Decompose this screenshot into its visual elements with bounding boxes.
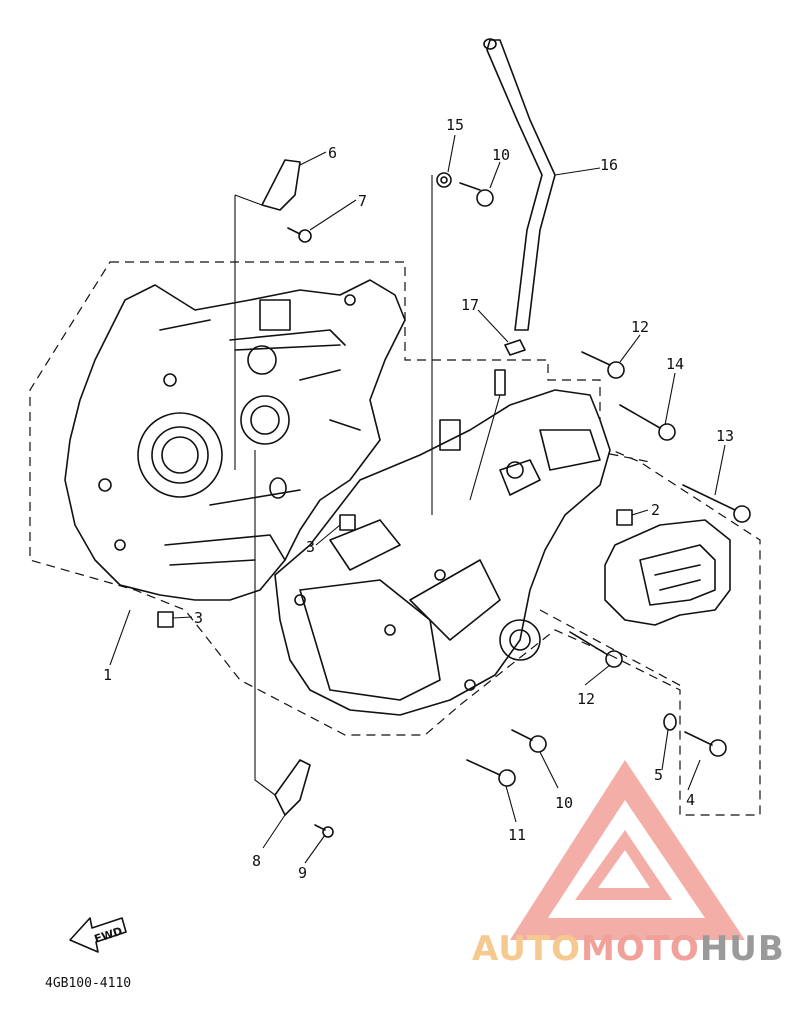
callout-10: 10 — [492, 146, 510, 164]
callout-12: 12 — [631, 318, 649, 336]
assembly-boundaries — [29, 261, 761, 816]
callout-leaders — [109, 134, 726, 864]
fwd-arrow-icon: FWD — [69, 917, 127, 953]
callout-14: 14 — [666, 355, 684, 373]
callout-13: 13 — [716, 427, 734, 445]
side-cover — [604, 519, 731, 626]
callout-4: 4 — [686, 791, 695, 809]
callout-16: 16 — [600, 156, 618, 174]
wm-hub: HUB — [700, 929, 785, 969]
callout-17: 17 — [461, 296, 479, 314]
callout-3: 3 — [194, 609, 203, 627]
callout-1: 1 — [103, 666, 112, 684]
callout-15: 15 — [446, 116, 464, 134]
callout-11: 11 — [508, 826, 526, 844]
callout-10: 10 — [555, 794, 573, 812]
fasteners — [157, 159, 751, 838]
callout-12: 12 — [577, 690, 595, 708]
callout-6: 6 — [328, 144, 337, 162]
wm-moto: MOTO — [581, 929, 700, 969]
callout-3: 3 — [306, 538, 315, 556]
callout-9: 9 — [298, 864, 307, 882]
right-crankcase — [274, 389, 611, 716]
callout-8: 8 — [252, 852, 261, 870]
callout-7: 7 — [358, 192, 367, 210]
callout-2: 2 — [651, 501, 660, 519]
watermark-wordmark: AUTOMOTOHUB — [472, 929, 785, 969]
reference-lines — [234, 175, 433, 796]
breather-hose — [483, 38, 556, 331]
catalog-number: 4GB100-4110 — [45, 976, 131, 991]
hose-clip — [469, 339, 526, 501]
watermark-logo-icon — [510, 760, 745, 940]
callout-5: 5 — [654, 766, 663, 784]
wm-auto: AUTO — [472, 929, 581, 969]
callout-labels: 1 2 3 3 4 5 6 7 8 9 10 10 11 12 12 13 14… — [103, 116, 734, 882]
svg-text:AUTOMOTOHUB: AUTOMOTOHUB — [472, 929, 785, 969]
